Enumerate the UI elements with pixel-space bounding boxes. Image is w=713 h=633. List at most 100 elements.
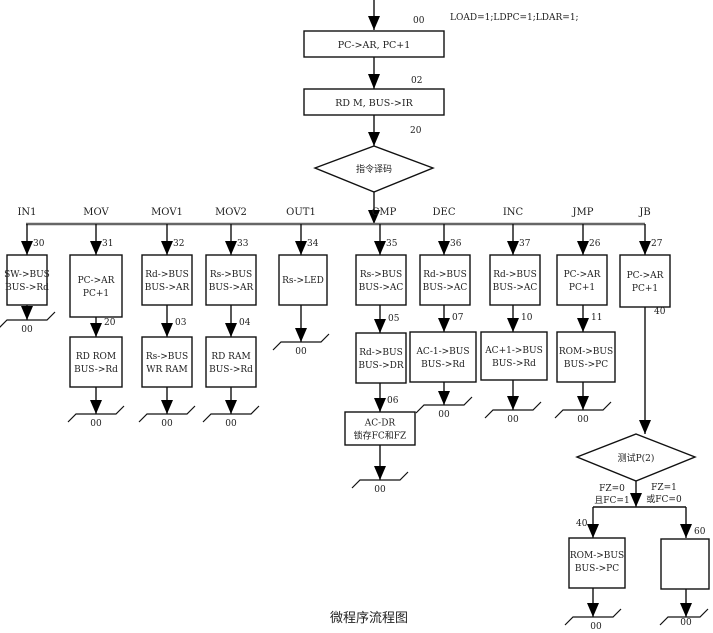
- branch-mov1-box2-line: Rs->BUS: [146, 352, 188, 362]
- branch-in1-box1-line: SW->BUS: [4, 270, 50, 280]
- branch-inc-box1: [489, 254, 541, 306]
- end-label: 00: [438, 410, 450, 420]
- branch-jmp-box2-line: ROM->BUS: [559, 347, 613, 357]
- addr-label: 11: [591, 313, 602, 323]
- branch-dec-box2-line: BUS->Rd: [421, 360, 465, 370]
- end-terminal: [202, 405, 260, 423]
- branch-mov-box2-line: BUS->Rd: [74, 365, 118, 375]
- branch-jmp-label: JMP: [572, 207, 594, 218]
- arrowhead: [507, 318, 519, 332]
- addr-label: 05: [388, 314, 400, 324]
- branch-mov1-box1-line: BUS->AR: [145, 283, 190, 293]
- arrowhead: [374, 241, 386, 255]
- arrowhead: [295, 241, 307, 255]
- branch-cmp-label: CMP: [372, 207, 397, 218]
- arrowhead: [438, 318, 450, 332]
- box-rom-bus-pc: [568, 537, 626, 589]
- end-label: 00: [680, 618, 692, 628]
- arrowhead: [161, 400, 173, 414]
- arrowhead: [577, 318, 589, 332]
- branch-mov2-label: MOV2: [215, 207, 247, 218]
- end-terminal: [67, 405, 125, 423]
- addr-label: 03: [175, 318, 187, 328]
- arrowhead: [368, 132, 380, 146]
- addr-label: 31: [102, 239, 113, 249]
- arrowhead: [374, 319, 386, 333]
- end-terminal: [564, 608, 622, 626]
- branch-cmp-box2-line: Rd->BUS: [359, 348, 402, 358]
- box-pc-ar-text: PC->AR, PC+1: [338, 40, 411, 51]
- branch-dec-box1: [419, 254, 471, 306]
- branch-dec-box2: [409, 331, 477, 383]
- branch-jmp-box1-line: PC+1: [569, 283, 595, 293]
- addr-02: 02: [411, 76, 422, 86]
- addr-label: 26: [589, 239, 601, 249]
- branch-dec-label: DEC: [433, 207, 456, 218]
- branch-mov-box2: [69, 336, 123, 388]
- branch-mov2-box1-line: BUS->AR: [209, 283, 254, 293]
- branch-cmp-box3-line: 锁存FC和FZ: [354, 430, 407, 442]
- end-label: 00: [374, 485, 386, 495]
- addr-label: 37: [519, 239, 531, 249]
- branch-mov2-box2: [205, 336, 257, 388]
- branch-dec-box1-line: BUS->AC: [423, 283, 468, 293]
- arrowhead: [21, 241, 33, 255]
- branch-mov-box1-line: PC+1: [83, 289, 109, 299]
- branch-cmp-box1: [355, 254, 407, 306]
- addr-20: 20: [410, 126, 422, 136]
- arrowhead: [295, 328, 307, 342]
- right-cond-2: 或FC=0: [646, 493, 682, 505]
- arrowhead: [90, 241, 102, 255]
- box-line-1: ROM->BUS: [570, 551, 624, 561]
- branch-dec-box1-line: Rd->BUS: [423, 270, 466, 280]
- branch-mov1-box1: [141, 254, 193, 306]
- branch-in1-box1: [6, 254, 48, 306]
- branch-jmp-box2-line: BUS->PC: [564, 360, 608, 370]
- arrowhead: [438, 241, 450, 255]
- end-terminal: [351, 471, 409, 489]
- right-cond-1: FZ=1: [651, 483, 677, 493]
- arrowhead: [587, 524, 599, 538]
- control-note: LOAD=1;LDPC=1;LDAR=1;: [450, 13, 579, 23]
- addr-label: 30: [33, 239, 45, 249]
- branch-inc-box2: [480, 331, 548, 381]
- end-label: 00: [577, 415, 589, 425]
- branch-cmp-box1-line: Rs->BUS: [360, 270, 402, 280]
- test-diamond-text: 测试P(2): [618, 452, 655, 464]
- arrowhead: [368, 210, 380, 224]
- branch-in1-label: IN1: [17, 207, 36, 218]
- arrowhead: [577, 396, 589, 410]
- branch-jb-box1: [619, 254, 671, 308]
- arrowhead: [374, 398, 386, 412]
- addr-60: 60: [694, 527, 706, 537]
- arrowhead: [680, 603, 692, 617]
- branch-dec-box2-line: AC-1->BUS: [415, 347, 469, 357]
- branch-mov1-box2-line: WR RAM: [146, 365, 187, 375]
- branch-jmp-box1-line: PC->AR: [564, 270, 601, 280]
- branch-out1-box1-line: Rs->LED: [282, 276, 324, 286]
- addr-label: 32: [173, 239, 184, 249]
- arrowhead: [225, 400, 237, 414]
- branch-inc-box2-line: BUS->Rd: [492, 359, 536, 369]
- branch-cmp-box3: [344, 411, 416, 446]
- arrowhead: [90, 323, 102, 337]
- branch-inc-box2-line: AC+1->BUS: [484, 346, 543, 356]
- arrowhead: [507, 396, 519, 410]
- decode-text: 指令译码: [356, 163, 392, 175]
- addr-label: 33: [237, 239, 249, 249]
- branch-mov1-box1-line: Rd->BUS: [145, 270, 188, 280]
- addr-label: 20: [104, 318, 116, 328]
- branch-mov1-box2: [141, 336, 193, 388]
- addr-label: 04: [239, 318, 251, 328]
- arrowhead: [577, 241, 589, 255]
- branch-mov2-box1: [205, 254, 257, 306]
- branch-inc-box1-line: Rd->BUS: [493, 270, 536, 280]
- left-cond-1: FZ=0: [599, 484, 625, 494]
- instruction-branches: IN130SW->BUSBUS->Rd00MOV31PC->ARPC+120RD…: [0, 207, 671, 495]
- addr-label: 40: [654, 307, 666, 317]
- arrowhead: [368, 74, 380, 89]
- end-terminal: [272, 333, 330, 351]
- box-rd-m: [303, 88, 445, 116]
- end-terminal: [138, 405, 196, 423]
- arrowhead: [374, 466, 386, 480]
